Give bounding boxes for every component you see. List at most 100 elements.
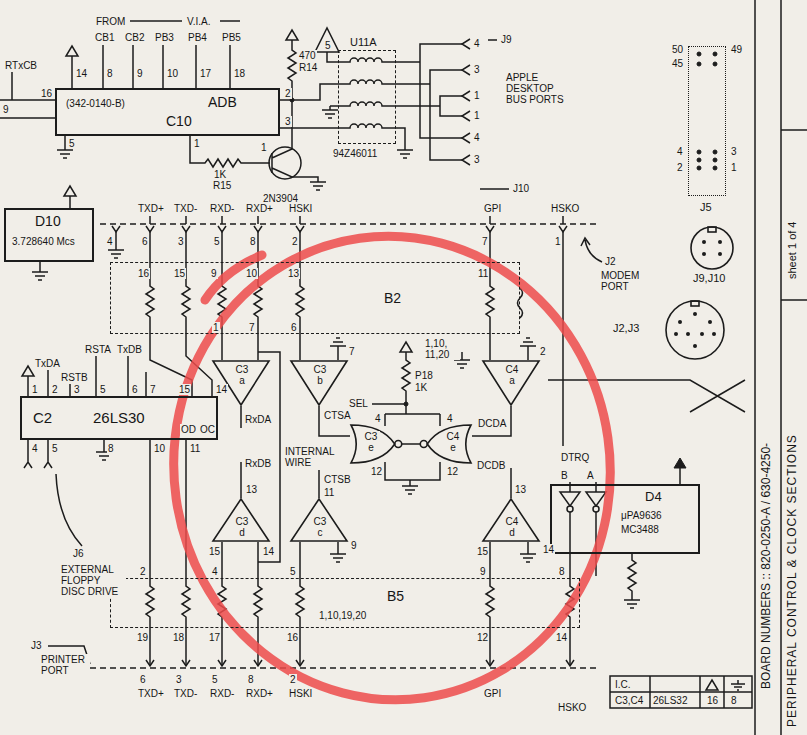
signal-label: sheet 1 of 4 [786,221,798,281]
pin-number: 13 [287,268,300,279]
ic-chip-text: MC3488 [620,524,660,535]
pin-number: 12 [446,466,459,477]
resistor-network-text: B2 [383,291,402,306]
pin-number: 9 [479,566,487,577]
pin-number: 9 [136,68,144,79]
signal-label: J3 [30,640,43,651]
signal-label: PB3 [154,32,175,43]
transformer-block-text: U11A [349,36,378,48]
pin-number: 16 [286,632,299,643]
pin-number: 16 [706,695,719,706]
signal-label: HSKI [288,688,313,699]
pin-number: 7 [149,384,157,395]
pin-number: 4 [211,566,219,577]
pin-number: 18 [172,632,185,643]
ic-chip-text: 26LS30 [92,410,146,427]
crystal-oscillator-text: 3.728640 Mcs [11,236,76,247]
pin-number: 15 [476,546,489,557]
signal-label: OD [180,424,197,435]
signal-label: RXD- [209,203,235,214]
signal-wire [472,406,511,436]
signal-label: GPI [483,688,502,699]
pin-number: 4 [473,132,481,143]
signal-label: B [560,470,569,481]
signal-label: CTSA [323,410,352,421]
signal-label: PB4 [187,32,208,43]
signal-label: TxDB [116,344,143,355]
signal-label: DCDA [477,418,507,429]
signal-label: J6 [72,548,85,559]
pin-number: 9 [350,540,358,551]
pin-number: 5 [289,566,297,577]
connector-icon-text: J2,J3 [612,322,640,334]
signal-label: I.C. [614,679,632,690]
logic-gate-text: C3 e [362,431,380,453]
signal-label: DTRQ [560,452,590,463]
signal-label: TXD- [173,688,198,699]
pin-number: 9 [2,104,10,115]
pin-number: 19 [136,632,149,643]
pin-number: 11 [189,443,201,454]
pin-number: 7 [348,346,356,357]
pin-number: 2 [291,236,299,247]
pin-number: 2 [539,346,547,357]
signal-label: HSKO [557,702,587,713]
signal-label: DCDB [476,460,506,471]
pin-number: 5 [211,674,219,685]
signal-label: J9 [500,34,513,45]
pin-number: 14 [215,384,228,395]
pin-number: 11 [477,268,489,279]
pin-number: 12 [370,466,383,477]
red-highlight-ring [144,208,640,728]
signal-label: A [586,470,595,481]
signal-label: 1K [213,169,227,180]
comparator: C3 b [290,360,348,406]
logic-gate: C4 e [420,424,472,464]
signal-label: RXD- [209,688,235,699]
pin-number: 2 [284,88,292,99]
ic-chip: D4 μPA9636MC3488 [550,484,700,554]
ic-chip-text: C10 [165,114,193,129]
pin-number: 1 [31,384,39,395]
crystal-oscillator-text: D10 [34,214,62,229]
ic-chip-text: D4 [644,490,663,504]
pin-number: 14 [542,544,555,555]
pin-number: 4 [676,146,684,157]
signal-label: R14 [298,62,318,73]
pin-number: 470 [298,50,317,61]
pin-number: 5 [68,138,76,149]
pin-number: 16 [137,268,150,279]
signal-label: RXD+ [245,688,274,699]
connector-icon-outline [662,300,728,360]
pin-number: 4 [473,38,481,49]
signal-label: GPI [483,203,502,214]
pin-number: 15 [173,268,186,279]
pin-number: 2 [676,162,684,173]
signal-label: TXD- [173,203,198,214]
pin-number: 3 [473,154,481,165]
pin-number: 10 [245,268,258,279]
pin-number: 16 [40,88,53,99]
signal-label: V.I.A. [186,16,212,27]
signal-label: SEL [348,398,369,409]
pin-number: 8 [558,566,566,577]
connector-icon: J9,J10 [690,226,734,270]
signal-label: 1K [414,382,428,393]
signal-label: FROM [95,16,126,27]
pin-number: 1,10,19,20 [318,610,367,621]
signal-label: P18 [414,370,434,381]
pin-number: 1 [473,90,481,101]
pin-number: 4 [374,413,382,424]
ic-chip-text: μPA9636 [620,510,663,521]
connector-icon: J2,J3 [662,300,728,360]
pin-number: 1 [212,322,220,333]
signal-label: RSTB [60,372,89,383]
comparator-text: C3 a [233,364,251,386]
sheet-title: PERIPHERAL CONTROL & CLOCK SECTIONS [786,433,799,728]
pin-number: 5 [51,443,59,454]
pin-number: 8 [107,443,115,454]
connector-header: J5 [688,46,726,196]
pin-number: 50 [671,44,684,55]
pin-number: 49 [730,44,743,55]
